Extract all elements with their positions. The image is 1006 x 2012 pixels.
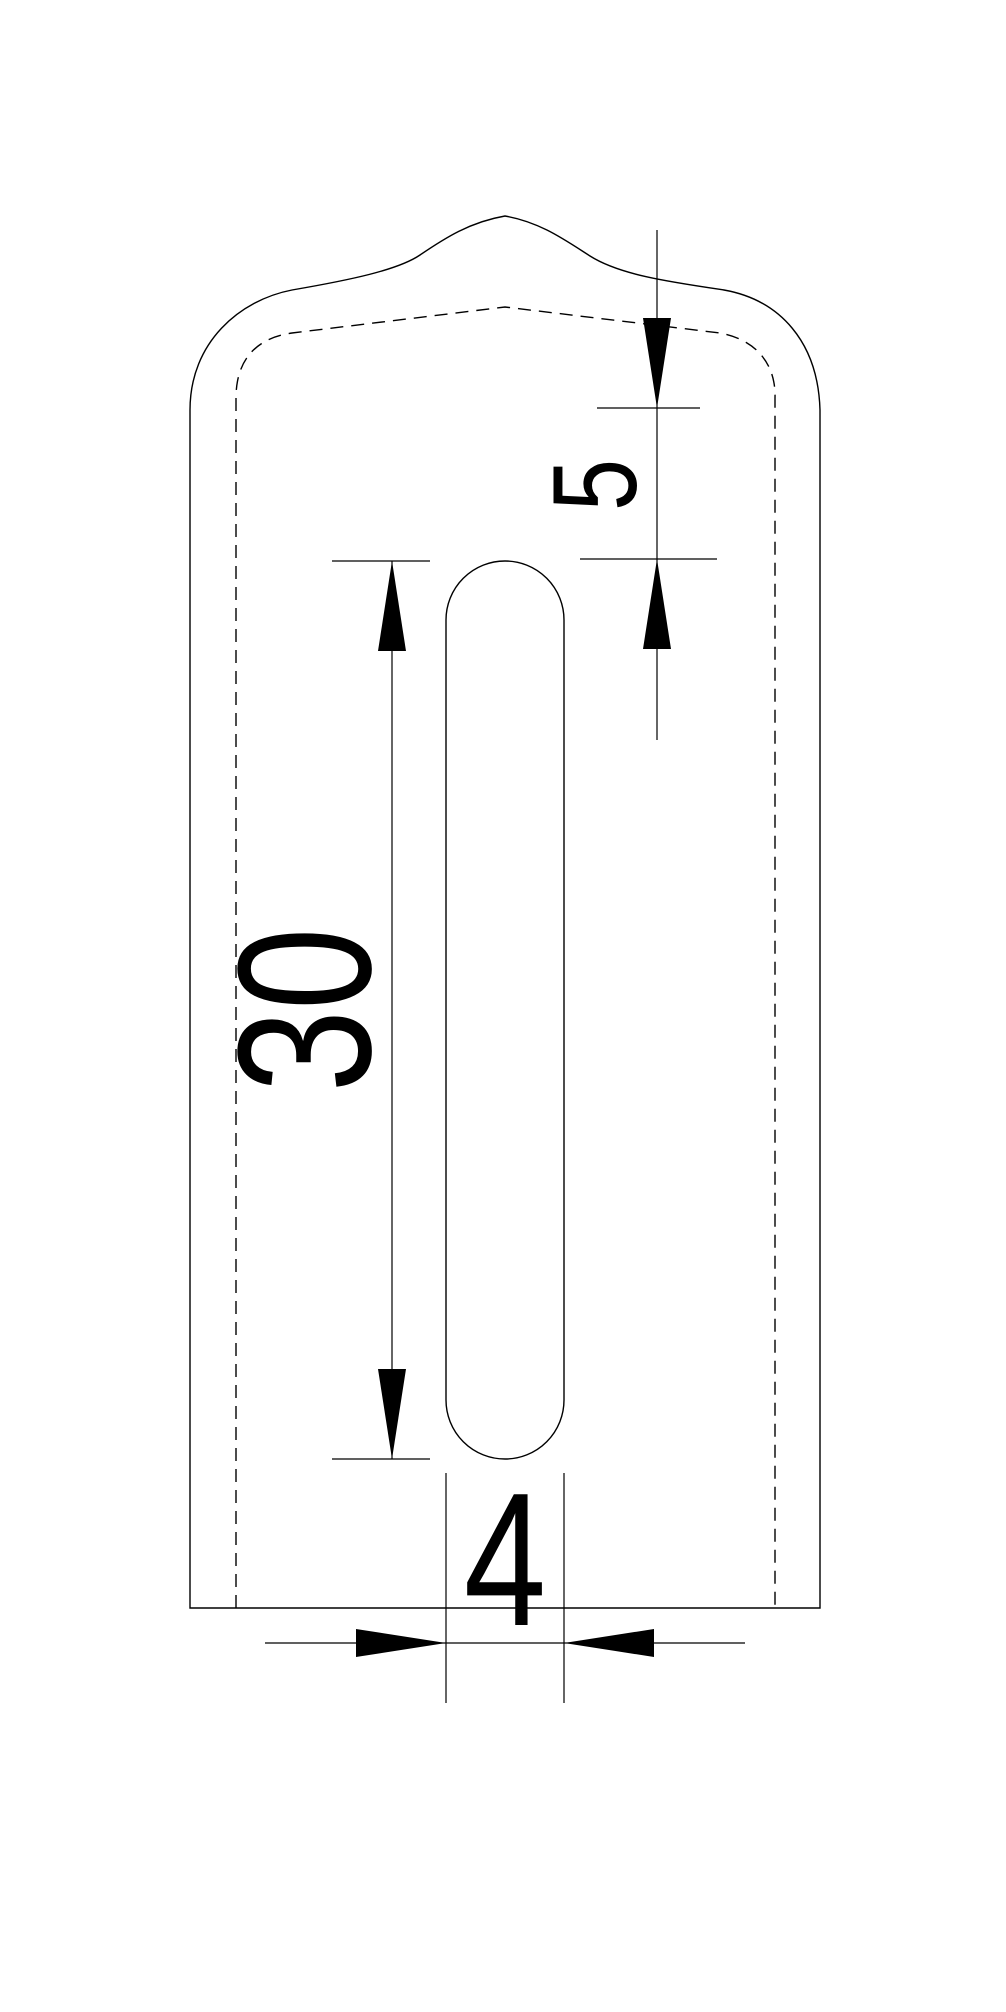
- slot-width-dimension: 4: [265, 1454, 745, 1703]
- slot-length-dimension: 30: [199, 560, 430, 1460]
- arrow-up-offset: [643, 559, 671, 649]
- arrow-left: [564, 1629, 654, 1657]
- slot: [445, 560, 565, 1460]
- arrow-up: [378, 561, 406, 651]
- top-offset-dimension: 5: [528, 230, 717, 740]
- arrow-down: [378, 1369, 406, 1459]
- arrow-right: [356, 1629, 446, 1657]
- slot-length-label: 30: [199, 928, 411, 1093]
- slot-width-label: 4: [464, 1454, 546, 1666]
- stitch-line: [235, 306, 776, 1608]
- top-offset-label: 5: [528, 459, 662, 511]
- arrow-down-offset: [643, 318, 671, 408]
- part-outline: [189, 215, 821, 1609]
